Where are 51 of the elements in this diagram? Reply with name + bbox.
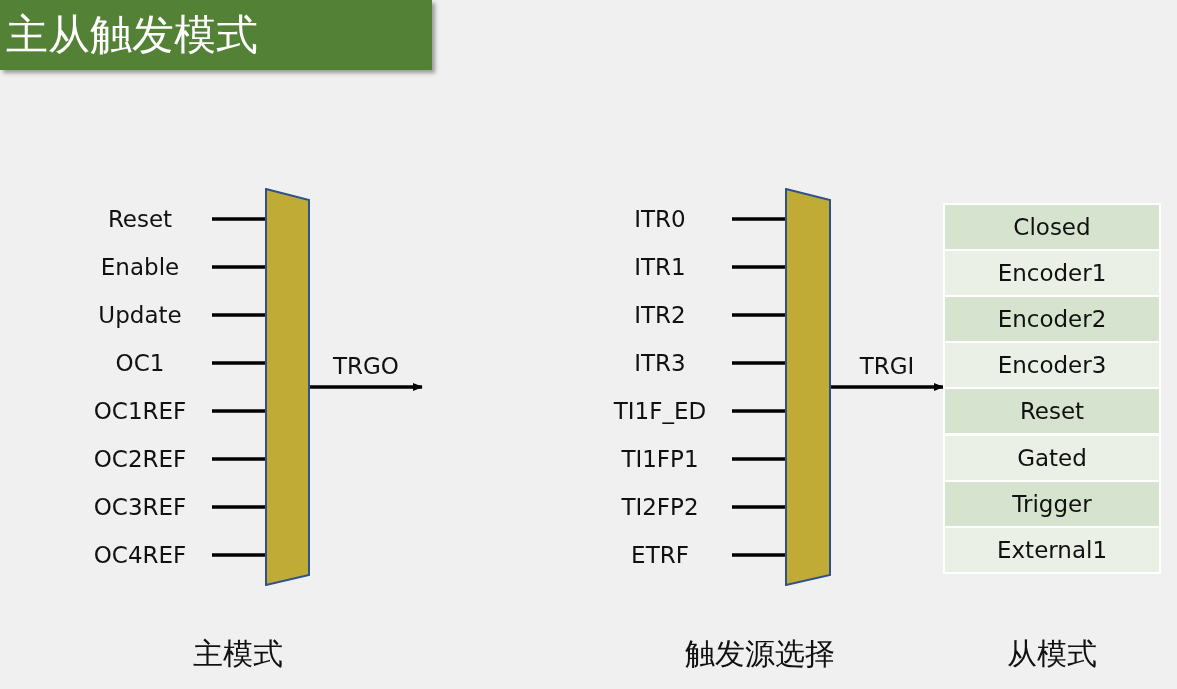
input-line — [212, 313, 265, 317]
signal-label: ETRF — [590, 540, 730, 570]
mode-cell: Encoder3 — [945, 343, 1159, 388]
signal-label: ITR3 — [590, 348, 730, 378]
input-line — [732, 457, 785, 461]
node-label: 主模式 — [192, 635, 284, 673]
signal-label: TI1FP1 — [590, 444, 730, 474]
signal-label: OC4REF — [70, 540, 210, 570]
input-line — [732, 553, 785, 557]
mode-table — [943, 203, 1161, 574]
input-line — [212, 361, 265, 365]
node-label: 触发源选择 — [684, 635, 836, 673]
signal-label: OC3REF — [70, 492, 210, 522]
input-line — [212, 505, 265, 509]
signal-label: ITR1 — [590, 252, 730, 282]
signal-label: Enable — [70, 252, 210, 282]
arrow — [831, 383, 944, 391]
mode-cell: Encoder2 — [945, 297, 1159, 342]
edge-label: TRGO — [332, 352, 400, 381]
input-line — [212, 457, 265, 461]
signal-label: TI2FP2 — [590, 492, 730, 522]
input-line — [212, 553, 265, 557]
signal-label: OC1 — [70, 348, 210, 378]
input-line — [732, 265, 785, 269]
signal-label: TI1F_ED — [590, 396, 730, 426]
signal-label: ITR2 — [590, 300, 730, 330]
multiplexer-shape — [265, 188, 310, 586]
input-line — [212, 409, 265, 413]
input-line — [732, 361, 785, 365]
input-line — [732, 505, 785, 509]
signal-label: ITR0 — [590, 204, 730, 234]
signal-label: Reset — [70, 204, 210, 234]
mode-cell: Encoder1 — [945, 251, 1159, 296]
signal-label: OC1REF — [70, 396, 210, 426]
arrow — [310, 383, 423, 391]
signal-label: Update — [70, 300, 210, 330]
input-line — [732, 409, 785, 413]
input-line — [732, 217, 785, 221]
node-label: 从模式 — [1006, 635, 1098, 673]
mode-cell: External1 — [945, 527, 1159, 572]
mode-cell: Closed — [945, 205, 1159, 249]
signal-label: OC2REF — [70, 444, 210, 474]
mode-cell: Gated — [945, 435, 1159, 480]
input-line — [212, 265, 265, 269]
edge-label: TRGI — [858, 352, 916, 381]
input-line — [732, 313, 785, 317]
mode-cell: Trigger — [945, 481, 1159, 526]
multiplexer-shape — [785, 188, 831, 586]
mode-cell: Reset — [945, 389, 1159, 434]
title-banner: 主从触发模式 — [0, 0, 432, 70]
input-line — [212, 217, 265, 221]
